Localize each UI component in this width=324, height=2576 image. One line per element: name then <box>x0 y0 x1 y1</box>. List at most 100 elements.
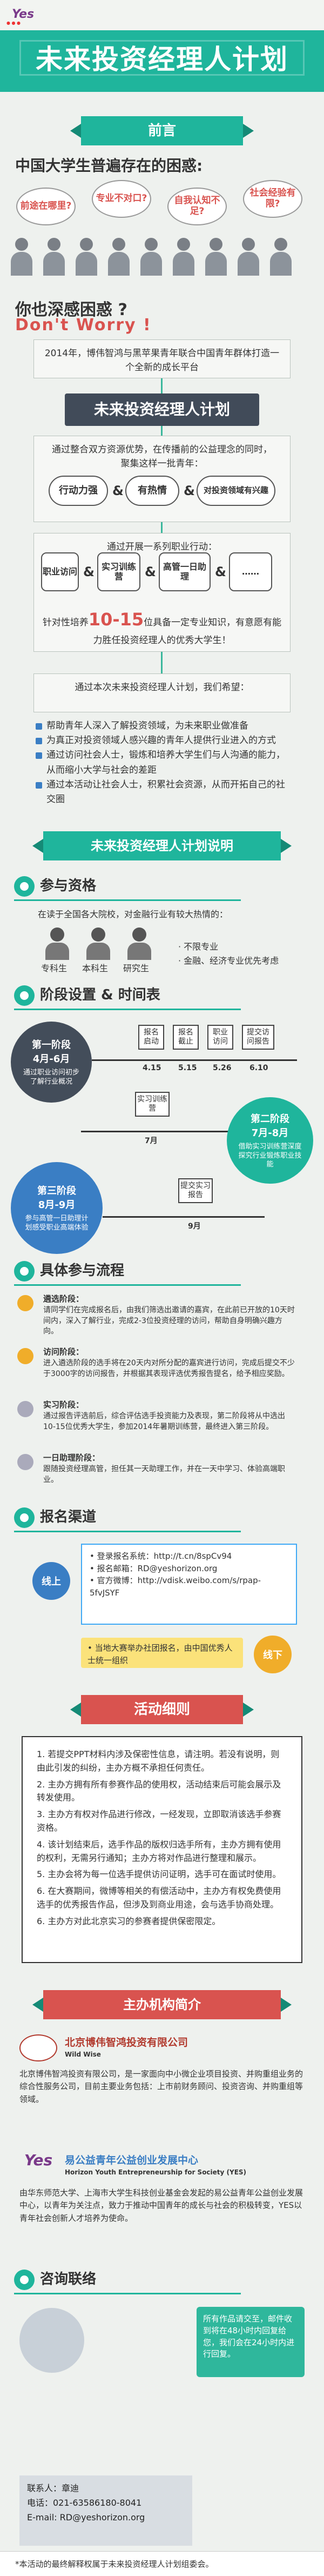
person-icon <box>140 238 162 276</box>
stage-1-desc: 通过职业访问初步了解行业概况 <box>23 1069 79 1086</box>
connector-line <box>161 522 163 533</box>
connector-line <box>161 378 163 400</box>
step-badge-icon <box>17 1295 33 1311</box>
role-junior: 专科生 <box>41 963 68 973</box>
register-heading: 报名渠道 <box>14 1506 96 1528</box>
heading-underline <box>14 2293 241 2294</box>
header-top-strip: Yes ● ● ● <box>0 0 324 30</box>
role-undergrad: 本科生 <box>82 963 109 973</box>
header: Yes ● ● ● 未来投资经理人计划 <box>0 0 324 92</box>
org1-title: 北京博伟智鸿投资有限公司 <box>65 2037 188 2048</box>
stage-box-signup: 报名启动 <box>138 1025 164 1050</box>
stage-2-circle: 第二阶段 7月-8月 借助实习训练营深度探究行业锻炼职业技能 <box>227 1097 313 1184</box>
person-icon <box>238 238 259 276</box>
stage-box-deadline: 报名截止 <box>173 1025 199 1050</box>
date-2: 5.15 <box>178 1064 197 1072</box>
wildwise-logo <box>19 2034 57 2061</box>
role-grad: 研究生 <box>123 963 150 973</box>
rule-item: 4. 该计划结束后，选手作品的版权归选手所有，主办方拥有使用的权利，无需另行通知… <box>37 1839 281 1863</box>
rule-item: 3. 主办方有权对作品进行修改，一经发现，立即取消该选手参赛资格。 <box>37 1809 281 1833</box>
stage-3-circle: 第三阶段 8月-9月 参与高管一日助理计划感受职业高端体验 <box>11 1162 103 1254</box>
trait-interest: 对投资领域有兴趣 <box>197 476 275 506</box>
channel-weibo[interactable]: • 官方微博：http://vdisk.weibo.com/s/rpap-5fv… <box>90 1576 261 1598</box>
ampersand: & <box>112 483 124 498</box>
hope-item: 通过本活动让社会人士，积累社会资源，从而开拓自己的社交圈 <box>33 778 291 807</box>
page-title: 未来投资经理人计划 <box>36 44 288 75</box>
process-step: 一日助理阶段： 跟随投资经理高管，担任其一天助理工作，并在一天中学习、体验高端职业… <box>17 1452 297 1485</box>
rule-item: 2. 主办方拥有所有参赛作品的使用权，活动结束后可能会展示及转发使用。 <box>37 1779 281 1803</box>
stage-box-visit: 职业访问 <box>207 1025 233 1050</box>
eligibility-title: 参与资格 <box>40 878 97 894</box>
ampersand: & <box>145 564 156 579</box>
ampersand: & <box>184 483 195 498</box>
actions-row: 职业访问 & 实习训练营 & 高管一日助理 & …… <box>41 552 289 596</box>
step-badge-icon <box>17 1454 33 1470</box>
connector-line <box>161 652 163 673</box>
bubble-experience: 社会经验有限? <box>243 180 302 218</box>
confusion-bubbles: 前途在哪里? 专业不对口? 自我认知不足? 社会经验有限? <box>11 176 313 235</box>
stages-heading: 阶段设置 & 时间表 <box>14 984 160 1006</box>
channel-email[interactable]: • 报名邮箱：RD@yeshorizon.org <box>90 1563 218 1573</box>
action-more: …… <box>229 552 272 591</box>
step-text: 跟随投资经理高管，担任其一天助理工作，并在一天中学习、体验高端职业。 <box>43 1465 285 1484</box>
hope-item: 帮助青年人深入了解投资领域，为未来职业做准备 <box>33 719 291 733</box>
register-title: 报名渠道 <box>40 1509 97 1525</box>
rules-banner: 活动细则 <box>70 1695 254 1724</box>
offline-icon: 线下 <box>254 1636 292 1673</box>
rule-item: 5. 主办会将为每一位选手提供访问证明，选手可在面试时使用。 <box>37 1869 281 1880</box>
outcome-lead: 针对性培养 <box>42 617 89 628</box>
contact-note: 所有作品请交至，邮件收到将在48小时内回复给您，我们会在24小时内进行回复。 <box>197 2307 305 2377</box>
outcome-tail: 位具备一定专业知识，有意愿有能力胜任投资经理人的优秀大学生！ <box>93 617 282 646</box>
logo-text: Yes <box>12 8 35 21</box>
plan-pill: 未来投资经理人计划 <box>65 393 259 426</box>
stage-3-desc: 参与高管一日助理计划感受职业高端体验 <box>25 1214 89 1232</box>
trait-action: 行动力强 <box>49 476 108 506</box>
heading-underline <box>14 1531 241 1532</box>
org2-sub: Horizon Youth Entrepreneurship for Socie… <box>65 2168 247 2176</box>
date-1: 4.15 <box>143 1064 161 1072</box>
org2-title: 易公益青年公益创业发展中心 <box>65 2154 199 2166</box>
hopes-intro: 通过本次未来投资经理人计划，我们希望： <box>33 673 291 712</box>
process-title: 具体参与流程 <box>40 1263 125 1279</box>
student-icon <box>127 927 151 960</box>
online-channels: • 登录报名系统：http://t.cn/8spCv94 • 报名邮箱：RD@y… <box>81 1544 297 1625</box>
heading-underline <box>14 1284 241 1286</box>
section-bullet-icon <box>14 2269 35 2290</box>
channel-system[interactable]: • 登录报名系统：http://t.cn/8spCv94 <box>90 1551 232 1561</box>
step-title: 实习阶段： <box>43 1400 84 1410</box>
logo-dots-icon: ● ● ● <box>6 21 21 25</box>
step-title: 访问阶段： <box>43 1347 84 1357</box>
person-icon <box>76 238 97 276</box>
title-frame <box>19 40 305 76</box>
restriction-2: · 金融、经济专业优先考虑 <box>178 956 279 966</box>
bubble-future: 前途在哪里? <box>16 188 76 225</box>
person-icon <box>11 238 32 276</box>
timeline-axis <box>81 1131 243 1132</box>
person-icon <box>270 238 292 276</box>
org2-text: 由华东师范大学、上海市大学生科技创业基金会发起的易公益青年公益创业发展中心，以青… <box>19 2188 303 2223</box>
contact-phone[interactable]: 电话：021-63586180-8041 <box>27 2498 142 2508</box>
orgs-banner: 主办机构简介 <box>32 1990 292 2019</box>
step-badge-icon <box>17 1348 33 1364</box>
process-step: 遴选阶段：请同学们在完成报名后，由我们筛选出邀请的嘉宾，在此前已开放的10天时间… <box>17 1293 297 1337</box>
rule-item: 6. 在大赛期间，微博等相关的有偿活动中，主办方有权免费使用选手的优秀报告作品，… <box>37 1886 281 1910</box>
ampersand: & <box>83 564 94 579</box>
preface-heading: 中国大学生普遍存在的困惑: <box>15 157 203 175</box>
connector-line <box>161 426 163 436</box>
timeline-axis <box>92 1059 297 1061</box>
eligibility-desc: 在读于全国各大院校，对金融行业有较大热情的： <box>38 909 228 919</box>
actions-intro: 通过开展一系列职业行动： <box>107 542 217 552</box>
lost-heading: 你也深感困惑 ? <box>15 301 127 319</box>
stage-box-final-report: 提交实习报告 <box>178 1178 213 1203</box>
step-badge-icon <box>17 1401 33 1417</box>
hopes-list: 帮助青年人深入了解投资领域，为未来职业做准备 为真正对投资领域人感兴趣的青年人提… <box>33 719 291 807</box>
step-text: 通过报告评选前后，综合评估选手投资能力及表现，第二阶段将从中选出10-15位优秀… <box>43 1412 285 1431</box>
traits-line-2: 聚集这样一批青年： <box>120 458 204 470</box>
outcome-number: 10-15 <box>88 609 144 630</box>
contact-email[interactable]: E-mail: RD@yeshorizon.org <box>27 2512 145 2523</box>
plan-banner: 未来投资经理人计划说明 <box>32 831 292 860</box>
step-title: 一日助理阶段： <box>43 1453 100 1463</box>
step-title: 遴选阶段： <box>43 1294 84 1304</box>
student-icon <box>86 927 110 960</box>
rules-box: 1. 若提交PPT材料内涉及保密性信息，请注明。若没有说明，则由此引发的纠纷，主… <box>22 1736 302 1963</box>
